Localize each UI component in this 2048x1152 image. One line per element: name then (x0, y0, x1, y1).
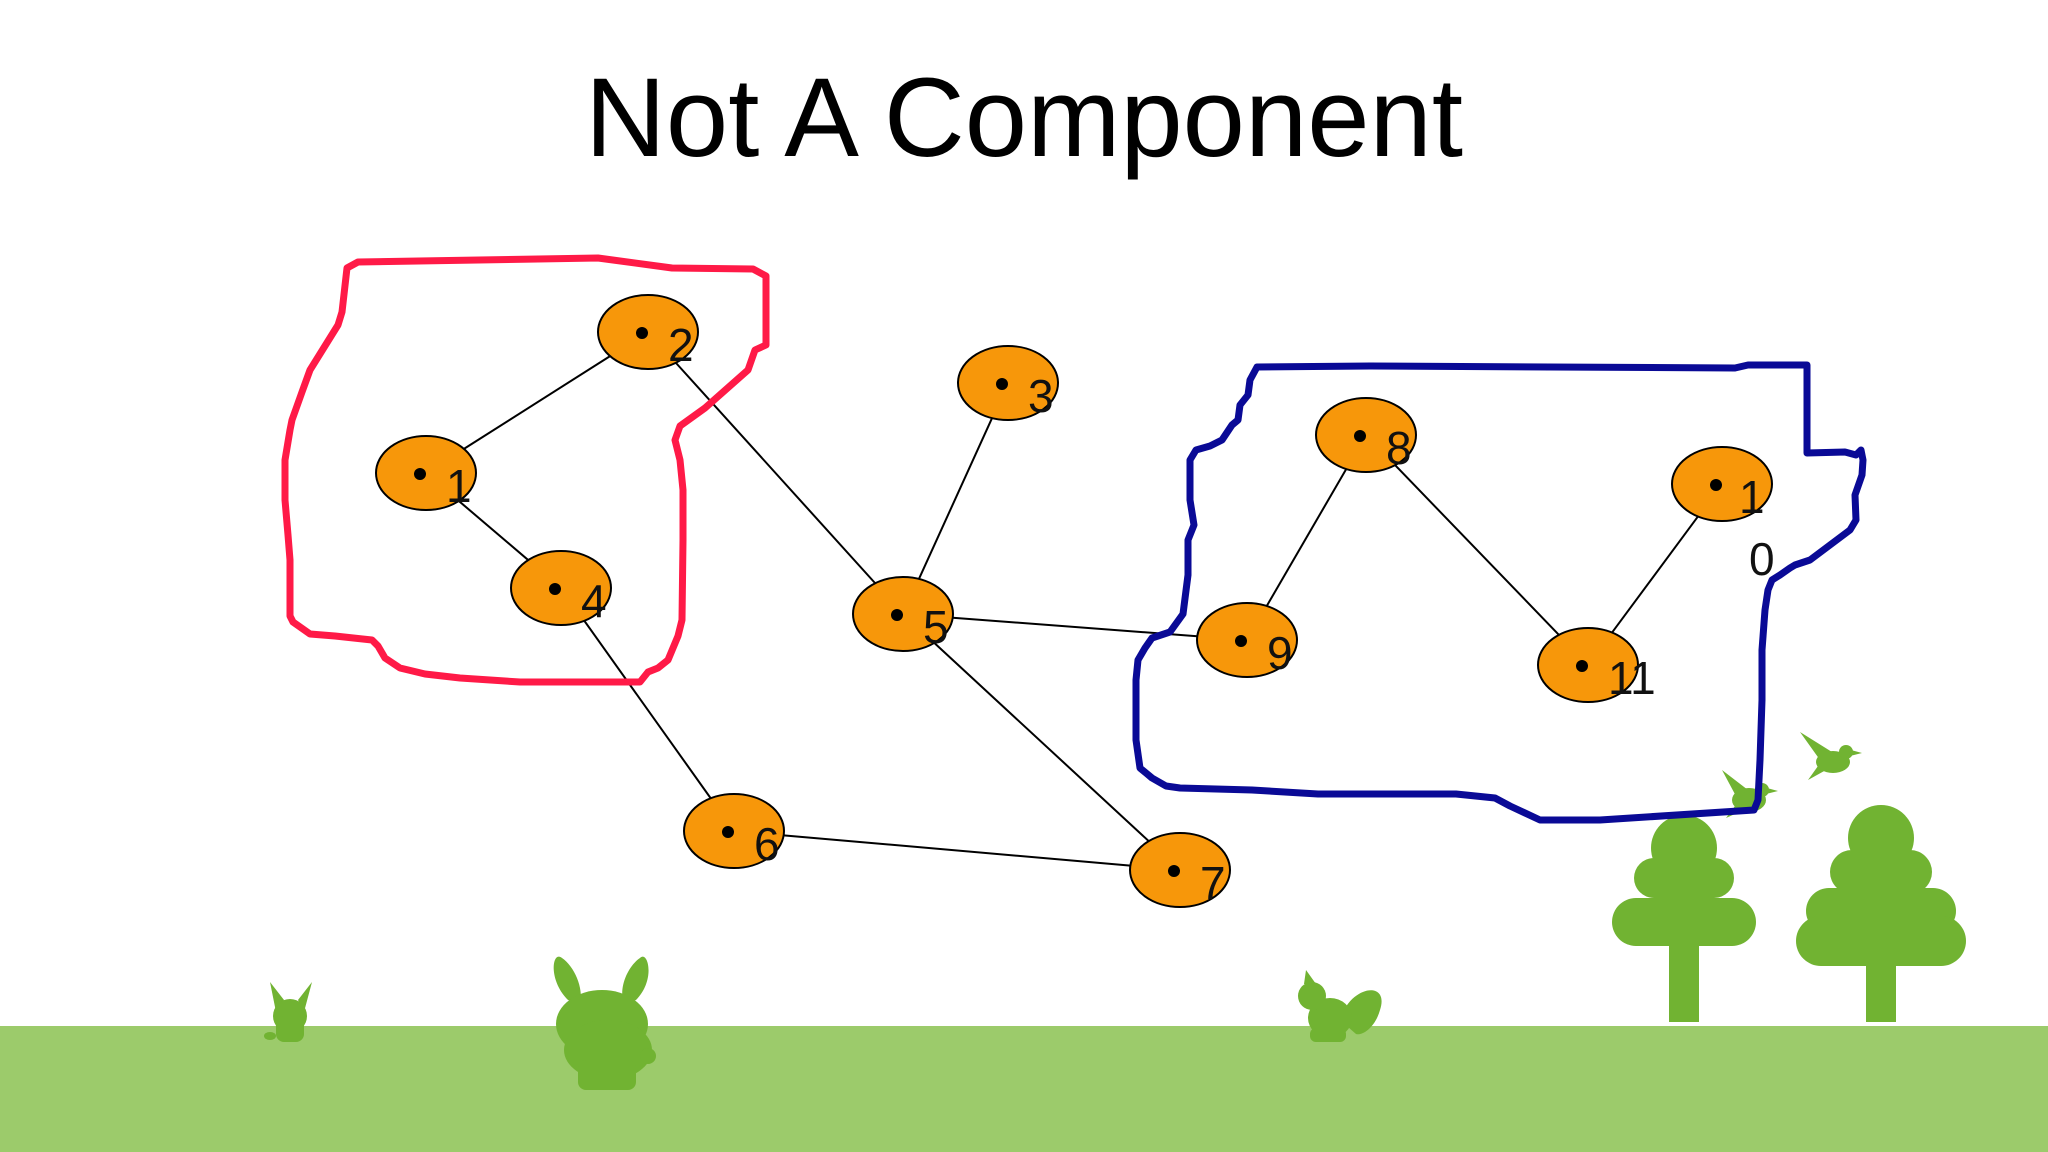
node-bullet (1168, 865, 1180, 877)
node-bullet (549, 583, 561, 595)
squirrel-icon (1298, 970, 1382, 1042)
node-8: 8 (1315, 397, 1417, 474)
node-bullet (636, 327, 648, 339)
node-10: 10 (1671, 446, 1775, 585)
node-ellipse (1671, 446, 1773, 522)
component-outline-red (281, 254, 770, 686)
node-11: 11 (1537, 627, 1656, 704)
node-label: 1 (1739, 471, 1765, 523)
node-7: 7 (1129, 832, 1231, 909)
rabbit-icon (553, 956, 656, 1090)
component-outline-blue (1132, 361, 1867, 824)
node-bullet (891, 609, 903, 621)
edge-1-2 (463, 355, 611, 450)
node-label: 1 (446, 460, 472, 512)
bird-icon (1800, 732, 1862, 780)
node-label: 5 (923, 601, 949, 653)
node-4: 4 (510, 550, 612, 627)
node-label: 11 (1608, 652, 1656, 704)
edge-6-7 (783, 834, 1131, 867)
edge-4-6 (583, 620, 712, 799)
edge-1-4 (458, 500, 529, 561)
node-label: 4 (581, 575, 607, 627)
graph-edges (458, 355, 1699, 867)
node-ellipse (957, 345, 1059, 421)
node-2: 2 (597, 294, 699, 371)
node-bullet (414, 468, 426, 480)
node-ellipse (852, 576, 954, 652)
ground-strip (0, 1026, 2048, 1152)
edge-3-5 (918, 417, 993, 580)
node-ellipse (1196, 602, 1298, 678)
tree-icon (1796, 805, 1966, 1022)
node-ellipse (1315, 397, 1417, 473)
node-1: 1 (375, 435, 477, 512)
node-label: 2 (668, 319, 694, 371)
node-ellipse (1129, 832, 1231, 908)
node-5: 5 (852, 576, 954, 653)
node-label: 0 (1749, 533, 1775, 585)
node-bullet (1710, 479, 1722, 491)
node-label: 6 (754, 818, 780, 870)
edge-8-9 (1265, 468, 1348, 607)
node-6: 6 (683, 793, 785, 870)
edge-10-11 (1611, 515, 1699, 634)
node-ellipse (375, 435, 477, 511)
edge-8-11 (1394, 464, 1560, 636)
node-bullet (1235, 635, 1247, 647)
rabbit-icon (264, 982, 312, 1042)
node-bullet (722, 826, 734, 838)
tree-icon (1612, 815, 1756, 1022)
node-label: 7 (1200, 857, 1226, 909)
node-bullet (996, 378, 1008, 390)
node-label: 8 (1386, 422, 1412, 474)
edge-5-7 (933, 642, 1150, 842)
node-label: 9 (1267, 627, 1293, 679)
node-bullet (1576, 660, 1588, 672)
node-label: 3 (1028, 370, 1054, 422)
node-ellipse (1537, 627, 1639, 703)
node-ellipse (510, 550, 612, 626)
node-3: 3 (957, 345, 1059, 422)
node-ellipse (683, 793, 785, 869)
node-bullet (1354, 430, 1366, 442)
edge-2-5 (675, 362, 876, 584)
node-ellipse (597, 294, 699, 370)
slide-title: Not A Component (585, 55, 1463, 180)
node-9: 9 (1196, 602, 1298, 679)
